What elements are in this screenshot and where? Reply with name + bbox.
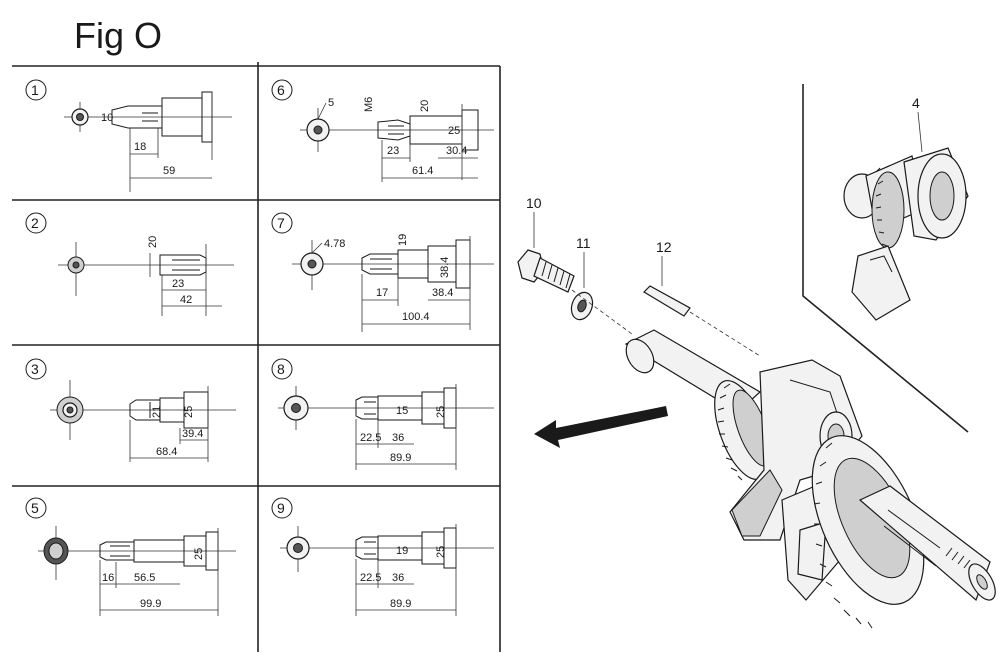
panel-grid bbox=[12, 62, 501, 652]
panel-8: 8 15 25 22.5 36 89.9 bbox=[271, 358, 494, 470]
dim-label: 4.78 bbox=[324, 238, 345, 250]
callout-12: 12 bbox=[656, 239, 672, 255]
crankshaft bbox=[714, 359, 996, 629]
dim-label: 61.4 bbox=[412, 165, 433, 177]
dim-label: 38.4 bbox=[439, 257, 451, 278]
figure-title: Fig O bbox=[74, 15, 162, 56]
dim-label: 100.4 bbox=[402, 311, 430, 323]
dim-label: 36 bbox=[392, 432, 404, 444]
dim-label: 22.5 bbox=[360, 432, 381, 444]
dim-label: 30.4 bbox=[446, 145, 467, 157]
dim-label: 25 bbox=[435, 546, 447, 558]
dim-label: M6 bbox=[363, 97, 375, 112]
panel-9: 9 19 25 22.5 36 89.9 bbox=[271, 497, 494, 616]
dim-label: 18 bbox=[134, 141, 146, 153]
dim-label: 20 bbox=[147, 236, 159, 248]
exploded-view: 4 10 11 bbox=[517, 84, 996, 629]
part-11-washer: 11 bbox=[570, 235, 594, 321]
dim-label: 38.4 bbox=[432, 287, 453, 299]
dim-label: 5 bbox=[328, 97, 334, 109]
dim-label: 20 bbox=[419, 100, 431, 112]
part-12-pin: 12 bbox=[643, 239, 691, 317]
callout-4: 4 bbox=[912, 95, 920, 111]
panel-1: 1 10 18 59 bbox=[25, 79, 232, 192]
dim-label: 15 bbox=[396, 405, 408, 417]
dim-label: 89.9 bbox=[390, 452, 411, 464]
dim-label: 89.9 bbox=[390, 598, 411, 610]
panel-number: 9 bbox=[277, 500, 285, 516]
dim-label: 56.5 bbox=[134, 572, 155, 584]
panel-number: 5 bbox=[31, 500, 39, 516]
dim-label: 25 bbox=[193, 548, 205, 560]
dim-label: 10 bbox=[101, 112, 113, 124]
panel-6: 6 5 M6 20 23 25 30.4 61.4 bbox=[271, 79, 494, 182]
dim-label: 39.4 bbox=[182, 428, 203, 440]
panel-number: 6 bbox=[277, 82, 285, 98]
dim-label: 59 bbox=[163, 165, 175, 177]
detail-inset: 4 bbox=[802, 84, 969, 433]
dim-label: 23 bbox=[172, 278, 184, 290]
dim-label: 36 bbox=[392, 572, 404, 584]
dim-label: 22.5 bbox=[360, 572, 381, 584]
dim-label: 17 bbox=[376, 287, 388, 299]
dim-label: 25 bbox=[448, 125, 460, 137]
panel-number: 7 bbox=[277, 215, 285, 231]
direction-arrow bbox=[534, 406, 668, 448]
panel-3: 3 21 25 39.4 68.4 bbox=[25, 358, 236, 462]
panel-number: 8 bbox=[277, 361, 285, 377]
panel-number: 3 bbox=[31, 361, 39, 377]
part-10-bolt: 10 bbox=[517, 195, 575, 293]
panel-5: 5 25 16 56.5 99.9 bbox=[25, 497, 236, 616]
dim-label: 23 bbox=[387, 145, 399, 157]
panel-number: 1 bbox=[31, 82, 39, 98]
dim-label: 25 bbox=[435, 406, 447, 418]
dim-label: 25 bbox=[183, 406, 195, 418]
dim-label: 19 bbox=[396, 545, 408, 557]
panel-7: 7 4.78 19 38.4 17 38.4 100.4 bbox=[271, 212, 494, 332]
callout-10: 10 bbox=[526, 195, 542, 211]
dim-label: 42 bbox=[180, 294, 192, 306]
dim-label: 99.9 bbox=[140, 598, 161, 610]
dim-label: 68.4 bbox=[156, 446, 177, 458]
panel-2: 2 20 23 42 bbox=[25, 212, 234, 316]
callout-11: 11 bbox=[576, 235, 591, 251]
dim-label: 21 bbox=[151, 406, 163, 418]
dim-label: 19 bbox=[397, 234, 409, 246]
panel-number: 2 bbox=[31, 215, 39, 231]
dim-label: 16 bbox=[102, 572, 114, 584]
